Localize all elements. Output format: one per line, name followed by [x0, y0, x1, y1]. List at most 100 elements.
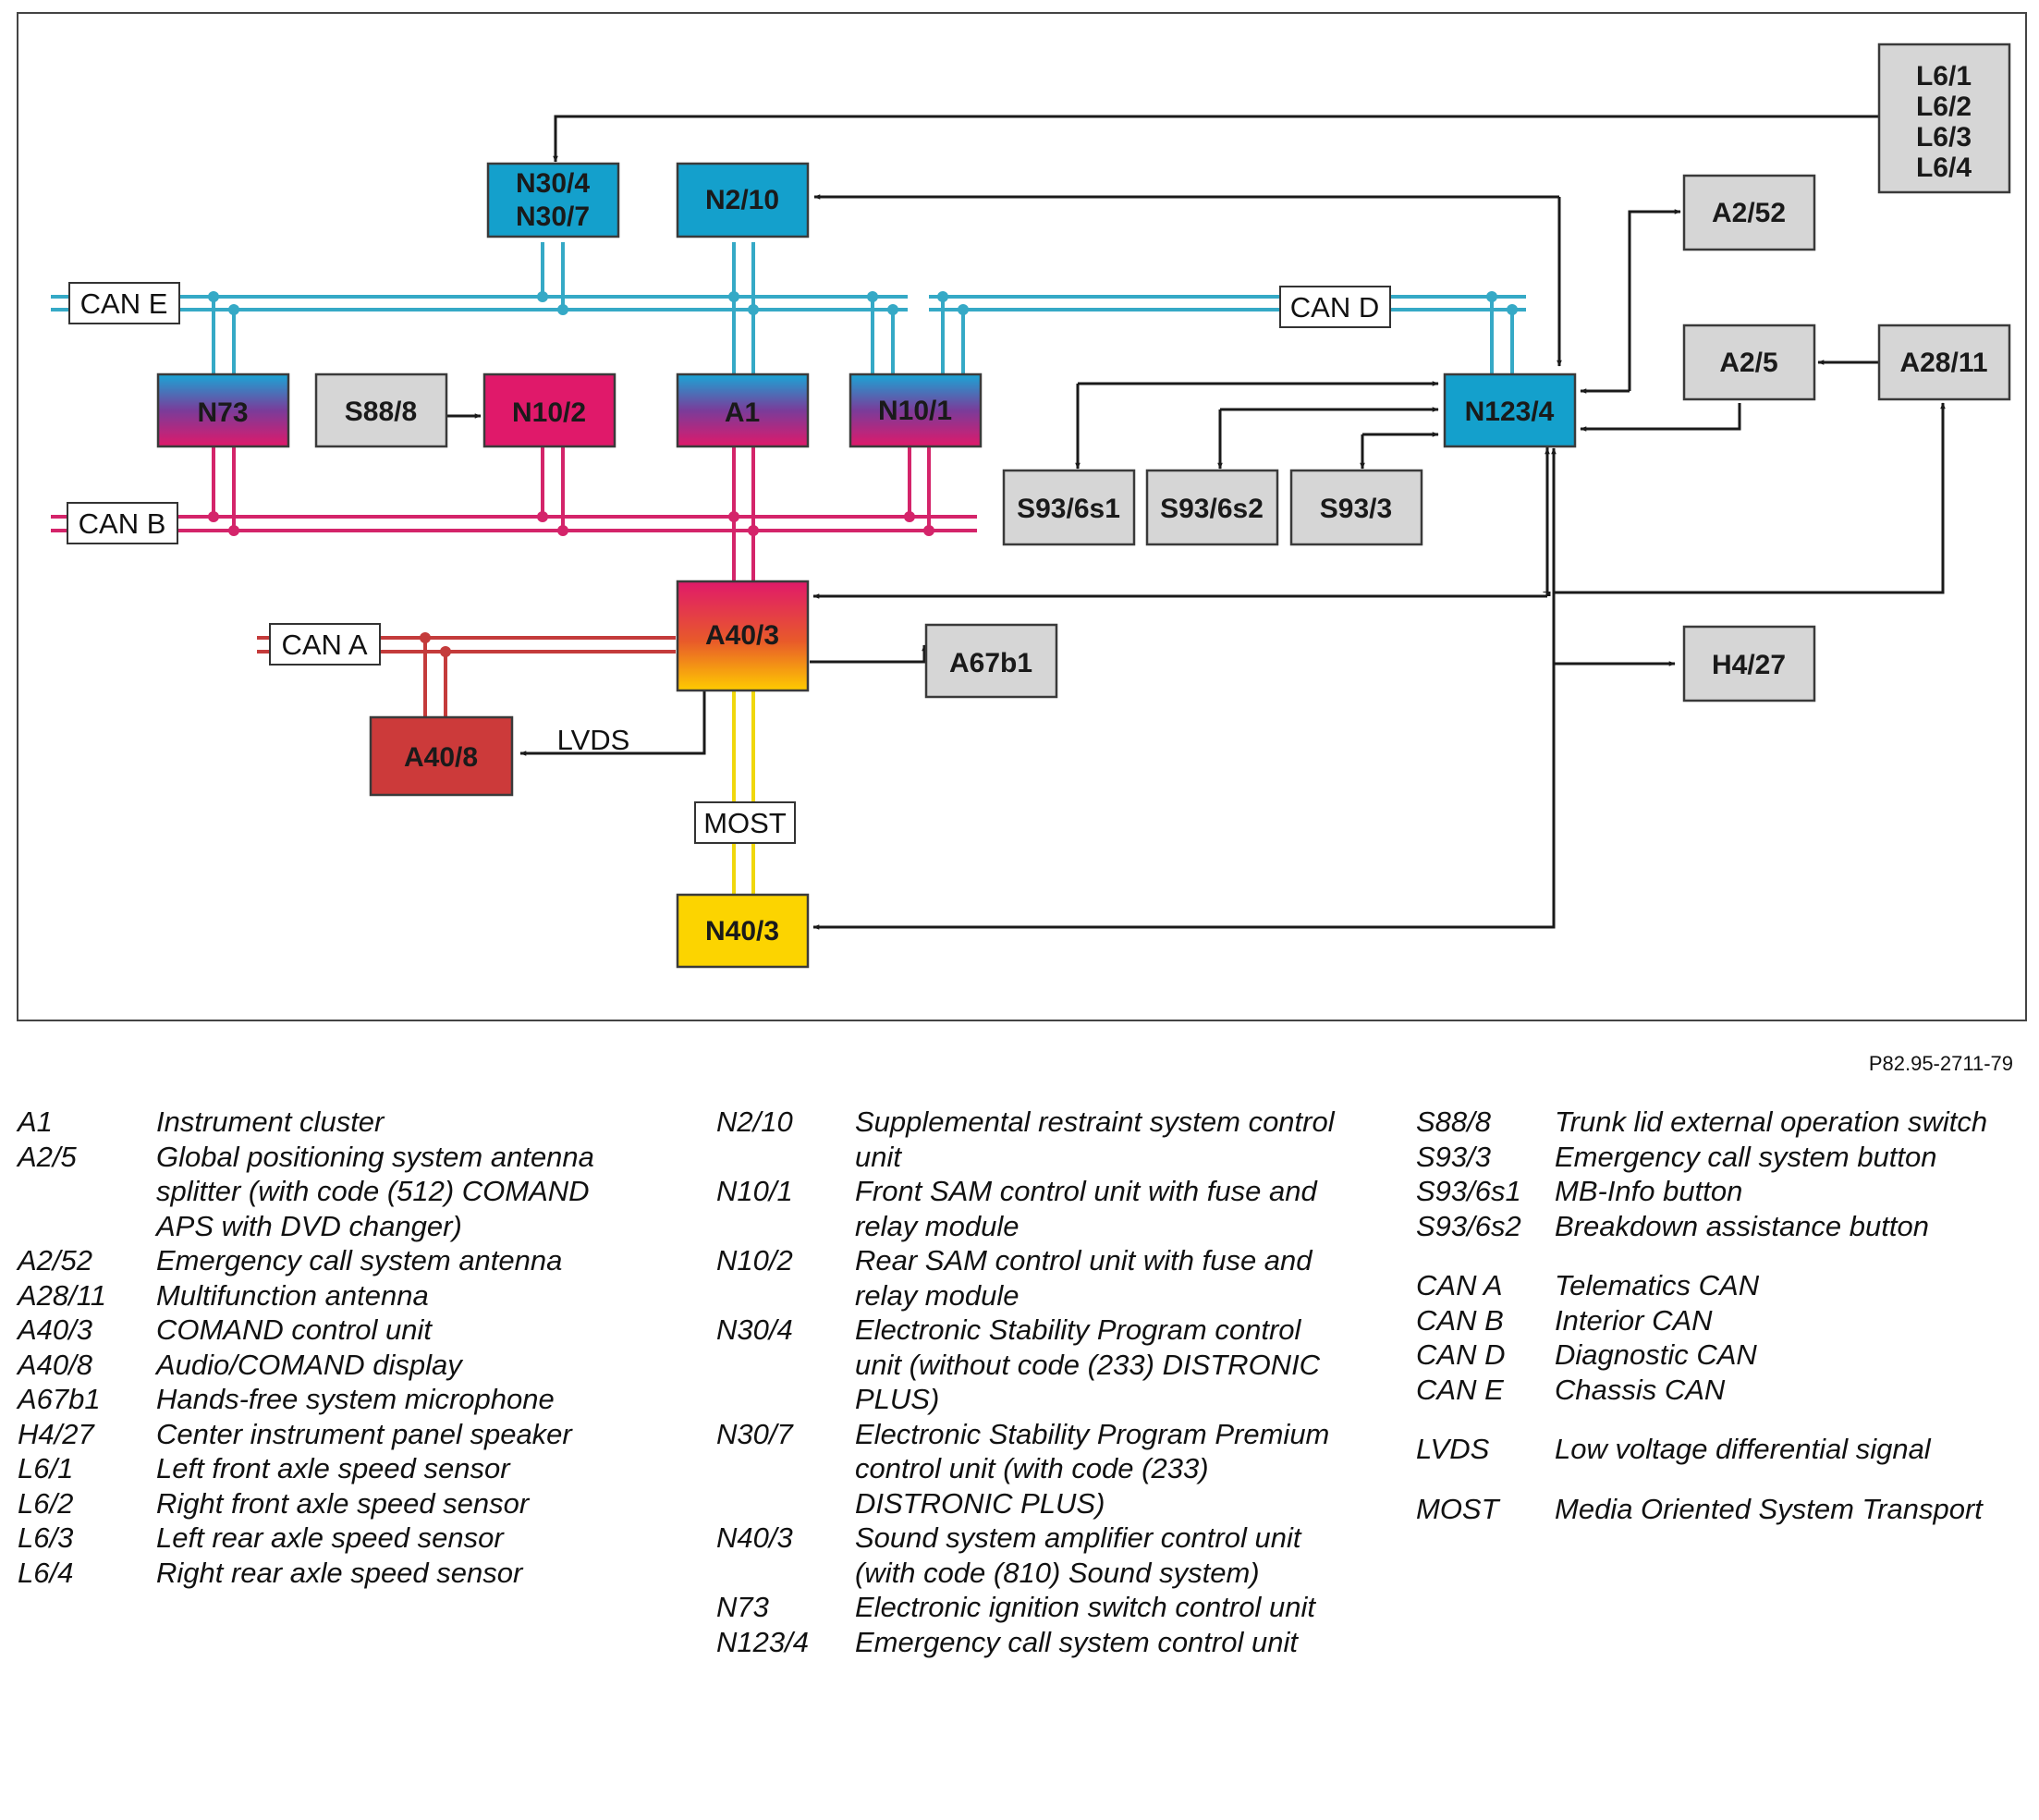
legend-code: A2/52	[18, 1244, 93, 1276]
legend-code: N10/2	[716, 1244, 793, 1276]
connections	[416, 115, 1946, 930]
legend-description: Right front axle speed sensor	[156, 1486, 530, 1520]
legend-code: N10/1	[716, 1175, 793, 1207]
legend-code: A40/8	[18, 1348, 93, 1381]
node-A40-3: A40/3	[676, 580, 810, 692]
legend-spacer	[1416, 1407, 2030, 1432]
legend-code: A2/5	[18, 1140, 77, 1173]
node-label: A2/5	[1719, 348, 1777, 378]
legend-row: A40/8 Audio/COMAND display	[18, 1348, 628, 1383]
figure-reference: P82.95-2711-79	[1868, 1052, 2013, 1075]
legend-code: S93/3	[1416, 1140, 1492, 1173]
svg-text:CAN E: CAN E	[80, 287, 168, 320]
legend-description: Electronic Stability Program control uni…	[855, 1313, 1321, 1415]
legend-row: H4/27 Center instrument panel speaker	[18, 1417, 628, 1452]
node-label: L6/2	[1916, 92, 1972, 122]
legend-row: N30/4 Electronic Stability Program contro…	[716, 1313, 1345, 1417]
can-e-label: CAN E	[68, 282, 180, 324]
legend-code: L6/3	[18, 1521, 74, 1554]
legend-row: L6/4 Right rear axle speed sensor	[18, 1556, 628, 1591]
legend-description: Left front axle speed sensor	[156, 1452, 510, 1484]
legend-description: Chassis CAN	[1555, 1373, 1726, 1406]
node-A2-52: A2/52	[1682, 174, 1816, 251]
legend-description: Supplemental restraint system control un…	[855, 1105, 1335, 1173]
can-b-bus	[51, 446, 977, 581]
legend-description: Telematics CAN	[1555, 1269, 1760, 1301]
node-S88-8: S88/8	[314, 373, 448, 448]
legend-row: A2/52 Emergency call system antenna	[18, 1243, 628, 1278]
legend-code: CAN B	[1416, 1303, 1504, 1337]
most-label: MOST	[694, 801, 796, 844]
legend-row: A2/5 Global positioning system antenna sp…	[18, 1140, 628, 1244]
lvds-label: LVDS	[557, 724, 630, 756]
legend-row: MOST Media Oriented System Transport	[1416, 1492, 2030, 1527]
legend-description: Global positioning system antenna splitt…	[156, 1140, 594, 1242]
legend-row: N40/3 Sound system amplifier control unit…	[716, 1521, 1345, 1590]
legend-description: Interior CAN	[1555, 1303, 1713, 1337]
node-label: N73	[197, 397, 248, 428]
legend-description: Media Oriented System Transport	[1555, 1492, 1983, 1525]
legend-description: Sound system amplifier control unit (wit…	[855, 1521, 1301, 1589]
legend-code: L6/1	[18, 1452, 74, 1484]
node-S93-3: S93/3	[1289, 469, 1423, 546]
node-label: N123/4	[1465, 397, 1555, 427]
node-label: L6/3	[1916, 122, 1972, 153]
legend-row: S93/3 Emergency call system button	[1416, 1140, 2030, 1175]
node-H4-27: H4/27	[1682, 625, 1816, 702]
node-label: A28/11	[1899, 348, 1987, 378]
node-label: N30/7	[516, 202, 590, 232]
legend-description: Left rear axle speed sensor	[156, 1521, 504, 1554]
legend-description: Right rear axle speed sensor	[156, 1556, 523, 1589]
legend-code: S93/6s1	[1416, 1175, 1521, 1207]
node-A40-8: A40/8	[369, 715, 514, 797]
legend-code: MOST	[1416, 1492, 1499, 1525]
legend-code: A67b1	[18, 1383, 101, 1415]
legend-code: H4/27	[18, 1417, 94, 1450]
node-S93-6s1: S93/6s1	[1002, 469, 1136, 546]
legend-description: Emergency call system control unit	[855, 1625, 1298, 1658]
node-label: A1	[725, 397, 760, 428]
legend-description: Front SAM control unit with fuse and rel…	[855, 1175, 1317, 1242]
legend-code: A40/3	[18, 1313, 93, 1346]
legend-description: Emergency call system antenna	[156, 1244, 563, 1276]
can-a-junctions	[420, 632, 451, 657]
legend-code: N123/4	[716, 1625, 809, 1658]
legend-code: N73	[716, 1591, 769, 1623]
node-label: N30/4	[516, 168, 590, 199]
legend-row: CAN B Interior CAN	[1416, 1303, 2030, 1338]
node-label: N2/10	[705, 185, 779, 215]
legend-description: Center instrument panel speaker	[156, 1417, 572, 1450]
node-L6: L6/1 L6/2 L6/3 L6/4	[1877, 43, 2011, 194]
legend-code: N30/7	[716, 1417, 793, 1450]
legend-spacer	[1416, 1243, 2030, 1268]
node-N40-3: N40/3	[676, 893, 810, 969]
legend-code: N30/4	[716, 1313, 793, 1346]
legend-code: A1	[18, 1105, 53, 1138]
node-label: A40/3	[705, 620, 779, 651]
can-d-label: CAN D	[1279, 286, 1391, 328]
legend-code: L6/4	[18, 1556, 74, 1589]
svg-text:CAN D: CAN D	[1290, 291, 1379, 324]
legend-code: N40/3	[716, 1521, 793, 1554]
legend-row: N10/1 Front SAM control unit with fuse an…	[716, 1174, 1345, 1243]
node-label: A40/8	[404, 742, 478, 773]
node-label: S93/6s2	[1160, 494, 1264, 524]
legend-description: Emergency call system button	[1555, 1140, 1937, 1173]
legend-description: Breakdown assistance button	[1555, 1209, 1929, 1242]
legend-description: Audio/COMAND display	[156, 1348, 462, 1381]
svg-text:CAN B: CAN B	[79, 507, 166, 540]
